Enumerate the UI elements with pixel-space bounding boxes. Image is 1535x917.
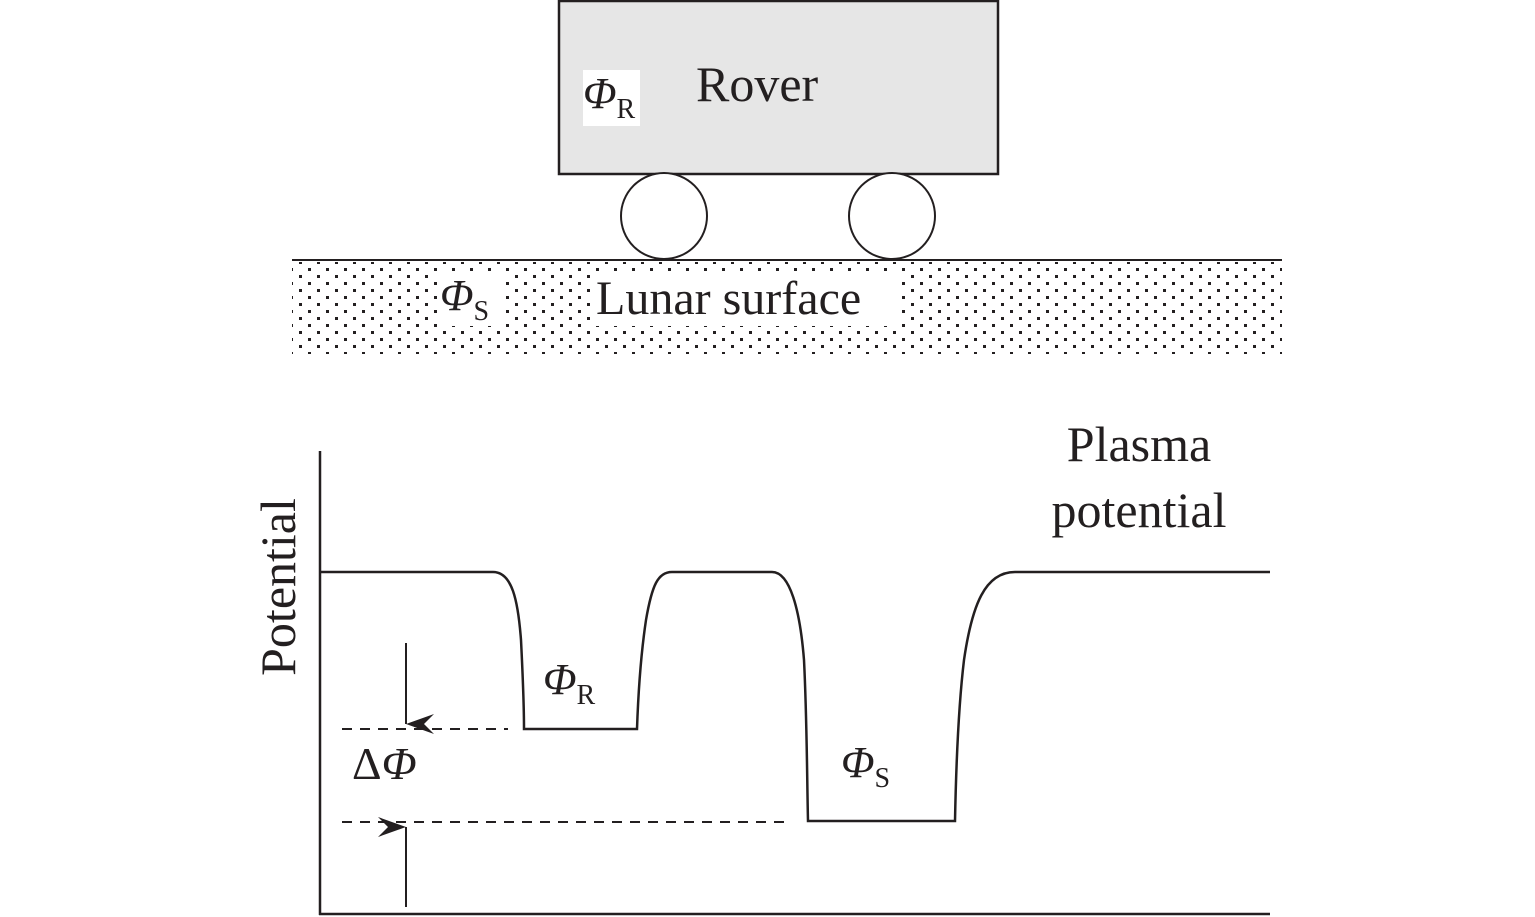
delta-phi-label: ΔΦ — [352, 738, 417, 789]
delta-symbol: Δ — [352, 738, 382, 789]
rover-phi-symbol: Φ — [583, 69, 617, 118]
delta-phi-symbol: Φ — [382, 738, 417, 789]
plasma-potential-label-line1: Plasma — [1067, 416, 1211, 472]
rover-well-phi-symbol: Φ — [543, 655, 577, 704]
rover — [557, 0, 1000, 260]
surface-phi-symbol: Φ — [440, 271, 474, 320]
surface-potential-label-bg — [438, 272, 502, 326]
surface-phi-subscript: S — [474, 296, 490, 327]
rover-well-phi-subscript: R — [577, 680, 596, 711]
rover-phi-subscript: R — [617, 94, 636, 125]
potential-curve — [320, 570, 1270, 823]
y-axis-label: Potential — [250, 498, 306, 676]
surface-label-bg — [594, 272, 900, 326]
surface-label: Lunar surface — [596, 272, 861, 325]
potential-plot: Potential ΔΦ ΦR ΦS Plasma potential — [250, 416, 1270, 916]
rover-well-label: ΦR — [543, 655, 596, 711]
rover-potential-label: ΦR — [583, 69, 636, 125]
rover-potential-label-bg — [583, 70, 640, 126]
surface-potential-label: ΦS — [440, 271, 489, 327]
rover-wheel-left — [620, 172, 708, 260]
surface-well-label: ΦS — [841, 738, 890, 794]
surface-well-phi-subscript: S — [875, 763, 891, 794]
plasma-potential-label-line2: potential — [1052, 482, 1227, 538]
surface-well-phi-symbol: Φ — [841, 738, 875, 787]
rover-wheel-right — [848, 172, 936, 260]
rover-label: Rover — [696, 56, 819, 112]
